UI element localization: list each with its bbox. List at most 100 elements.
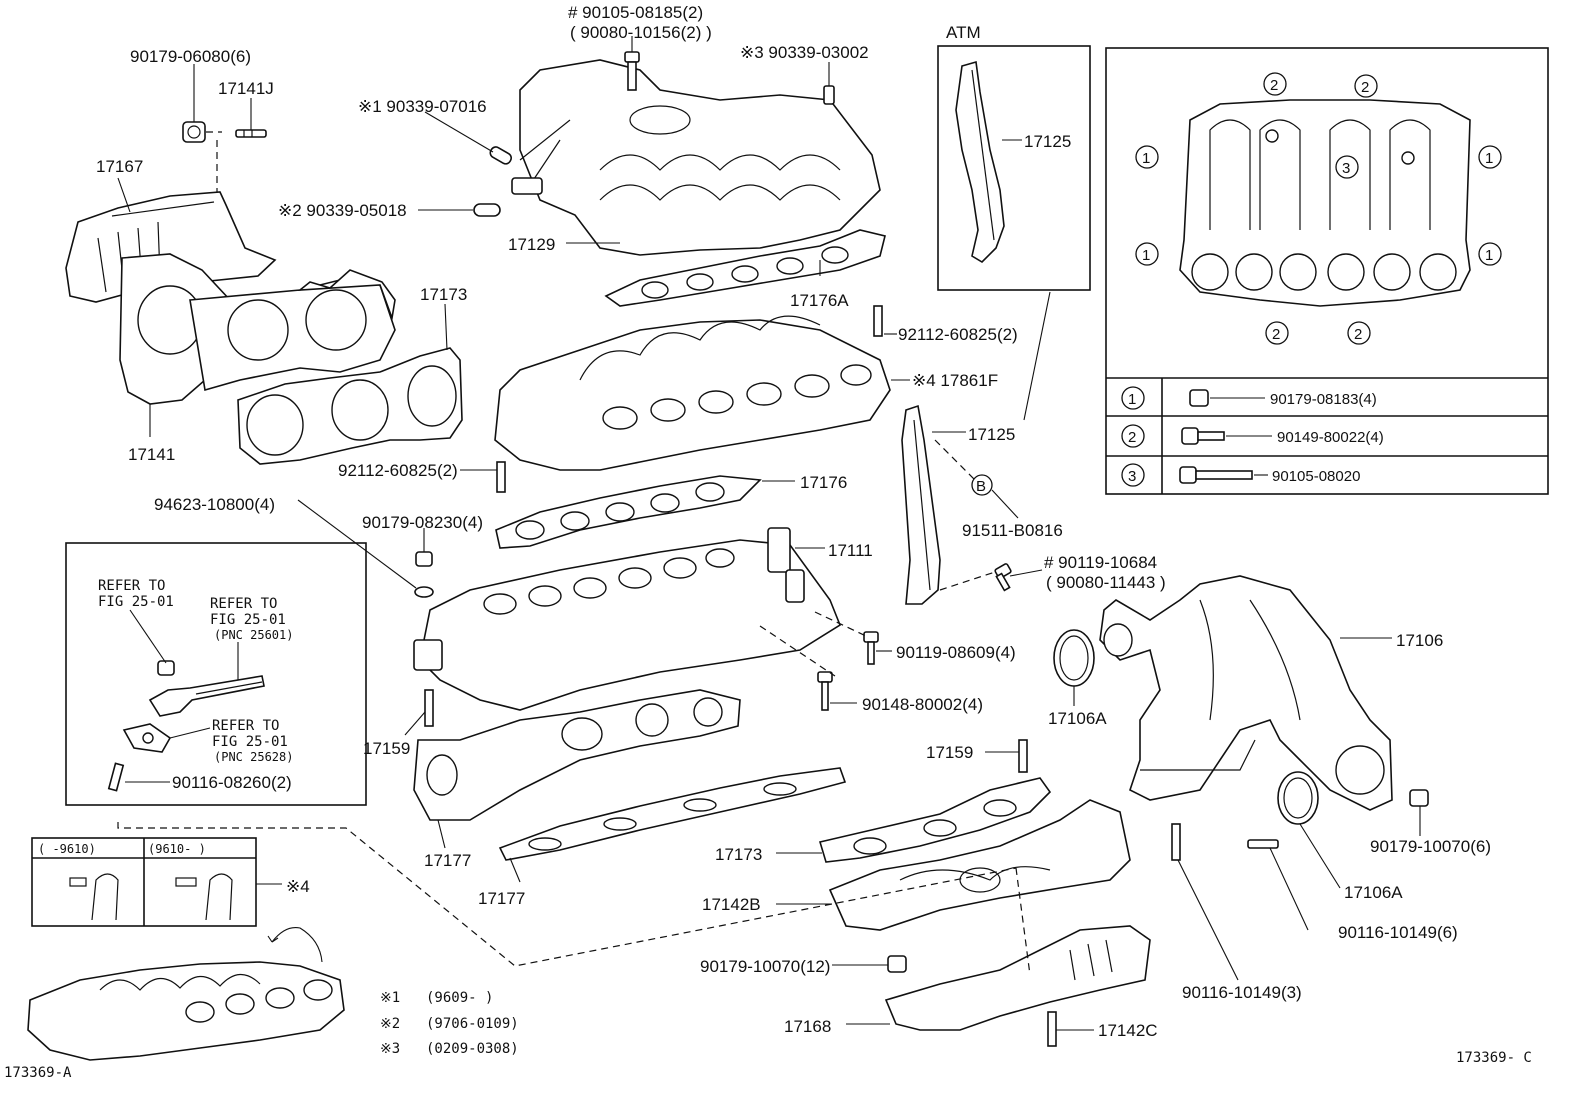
callout-17129: 17129 xyxy=(508,235,555,254)
atm-box xyxy=(937,45,1091,291)
callout-90105-08185: # 90105-08185(2) xyxy=(568,3,703,22)
intake-manifold-17861F[interactable] xyxy=(494,315,891,471)
callout-17142C: 17142C xyxy=(1098,1021,1158,1040)
callout-17173-bottom: 17173 xyxy=(715,845,762,864)
stud-92112-bottom[interactable] xyxy=(496,461,506,493)
refer-box xyxy=(65,542,367,806)
bracket-17125-atm[interactable] xyxy=(955,60,1005,264)
exhaust-pipe-17106[interactable] xyxy=(1099,575,1393,811)
callout-92112-bottom: 92112-60825(2) xyxy=(338,461,458,480)
legend-row-1[interactable]: 1 90179-08183(4) xyxy=(1121,386,1377,410)
callout-92112-top: 92112-60825(2) xyxy=(898,325,1018,344)
nut-90179-08230[interactable] xyxy=(415,551,433,567)
refer-egr-pipe[interactable] xyxy=(148,675,265,717)
callout-17176: 17176 xyxy=(800,473,847,492)
vsv-90339-05018[interactable] xyxy=(473,203,501,217)
b-marker: B xyxy=(971,474,993,496)
stud-17159-right[interactable] xyxy=(1018,739,1028,773)
svg-text:3: 3 xyxy=(1342,160,1350,177)
nut-90179-10070-6[interactable] xyxy=(1409,789,1429,807)
stud-90116-10149-6[interactable] xyxy=(1247,839,1279,849)
gasket-17177-a[interactable] xyxy=(413,689,741,821)
intake-air-chamber-17129[interactable] xyxy=(511,59,881,256)
callout-17125-top: 17125 xyxy=(1024,132,1071,151)
stud-90116-08260[interactable] xyxy=(107,762,125,792)
callout-90080-10156: ( 90080-10156(2) ) xyxy=(570,23,712,42)
callout-17142B: 17142B xyxy=(702,895,761,914)
bolt-90119-10684[interactable] xyxy=(994,563,1012,592)
date-col-1: ( -9610) xyxy=(38,842,96,856)
legend-row-3-part: 90105-08020 xyxy=(1272,468,1360,485)
callout-90339-07016: ※1 90339-07016 xyxy=(358,97,487,116)
refer-nut[interactable] xyxy=(157,660,175,676)
callout-atm: ATM xyxy=(946,23,981,42)
svg-text:2: 2 xyxy=(1354,326,1362,343)
gasket-17173-bottom[interactable] xyxy=(818,777,1052,863)
stud-17159-left[interactable] xyxy=(424,689,434,727)
nut-90179-06080[interactable] xyxy=(182,121,206,143)
bolt-90105-08185[interactable] xyxy=(624,51,640,91)
callout-17125-mid: 17125 xyxy=(968,425,1015,444)
callout-17167: 17167 xyxy=(96,157,143,176)
callout-90080-11443: ( 90080-11443 ) xyxy=(1046,573,1166,592)
legend-row-3-num: 3 xyxy=(1128,468,1136,485)
vsv-90339-07016[interactable] xyxy=(488,145,513,166)
callout-17177-a: 17177 xyxy=(424,851,471,870)
stud-17142C[interactable] xyxy=(1047,1011,1057,1047)
callout-17168: 17168 xyxy=(784,1017,831,1036)
callout-90148-80002: 90148-80002(4) xyxy=(862,695,983,714)
refer-part-90116-08260: 90116-08260(2) xyxy=(172,773,292,792)
stud-90116-10149-3[interactable] xyxy=(1171,823,1181,861)
small-intake-manifold[interactable] xyxy=(27,961,345,1061)
svg-text:1: 1 xyxy=(1485,150,1493,167)
legend-number-circles: 2 2 1 1 3 1 1 2 2 xyxy=(1135,72,1502,345)
refer1-line1: REFER TO xyxy=(98,578,165,594)
washer-94623-10800[interactable] xyxy=(414,586,434,598)
bracket-17125[interactable] xyxy=(901,404,941,605)
heat-insulator-17168[interactable] xyxy=(884,925,1151,1031)
refer-gasket[interactable] xyxy=(122,723,172,753)
nut-90179-10070-12[interactable] xyxy=(887,955,907,973)
legend-row-2[interactable]: 2 90149-80022(4) xyxy=(1121,424,1384,448)
refer1-line2: FIG 25-01 xyxy=(98,594,174,610)
svg-text:1: 1 xyxy=(1142,247,1150,264)
callout-90339-03002: ※3 90339-03002 xyxy=(740,43,869,62)
callout-17141: 17141 xyxy=(128,445,175,464)
vsv-90339-03002[interactable] xyxy=(823,85,835,105)
figure-code-left: 173369-A xyxy=(4,1065,72,1081)
note-3-mark: ※3 xyxy=(380,1041,400,1057)
exhaust-manifold-17141[interactable] xyxy=(119,253,396,405)
gasket-17106A-right[interactable] xyxy=(1277,771,1319,825)
stud-17141J[interactable] xyxy=(235,129,267,138)
callout-90119-10684: # 90119-10684 xyxy=(1044,553,1157,572)
callout-17177-b: 17177 xyxy=(478,889,525,908)
figure-code-right: 173369- C xyxy=(1456,1050,1532,1066)
callout-17141J: 17141J xyxy=(218,79,274,98)
gasket-17106A-left[interactable] xyxy=(1053,629,1095,687)
intake-manifold-17111[interactable] xyxy=(413,527,841,711)
note-1-mark: ※1 xyxy=(380,990,400,1006)
refer2-line2: FIG 25-01 xyxy=(210,612,286,628)
callout-17106: 17106 xyxy=(1396,631,1443,650)
legend-row-3[interactable]: 3 90105-08020 xyxy=(1121,463,1360,487)
svg-text:2: 2 xyxy=(1361,79,1369,96)
bolt-90148-80002[interactable] xyxy=(817,671,833,711)
note-2-mark: ※2 xyxy=(380,1016,400,1032)
gasket-17177-b[interactable] xyxy=(498,767,847,861)
heat-insulator-17167[interactable] xyxy=(65,191,277,303)
b-marker-label: B xyxy=(976,478,986,495)
callout-94623-10800: 94623-10800(4) xyxy=(154,495,275,514)
callout-17159-right: 17159 xyxy=(926,743,973,762)
callout-17159-left: 17159 xyxy=(363,739,410,758)
callout-17173-top: 17173 xyxy=(420,285,467,304)
gasket-17176[interactable] xyxy=(495,475,762,549)
gasket-17173-top[interactable] xyxy=(237,347,463,465)
date-col-2: (9610- ) xyxy=(148,842,206,856)
gasket-17176A[interactable] xyxy=(604,229,886,307)
bolt-90119-08609[interactable] xyxy=(863,631,879,665)
note-1-range: (9609- ) xyxy=(426,990,493,1006)
stud-92112-top[interactable] xyxy=(873,305,883,337)
callout-17106A-left: 17106A xyxy=(1048,709,1107,728)
exhaust-manifold-17142B[interactable] xyxy=(828,799,1131,931)
